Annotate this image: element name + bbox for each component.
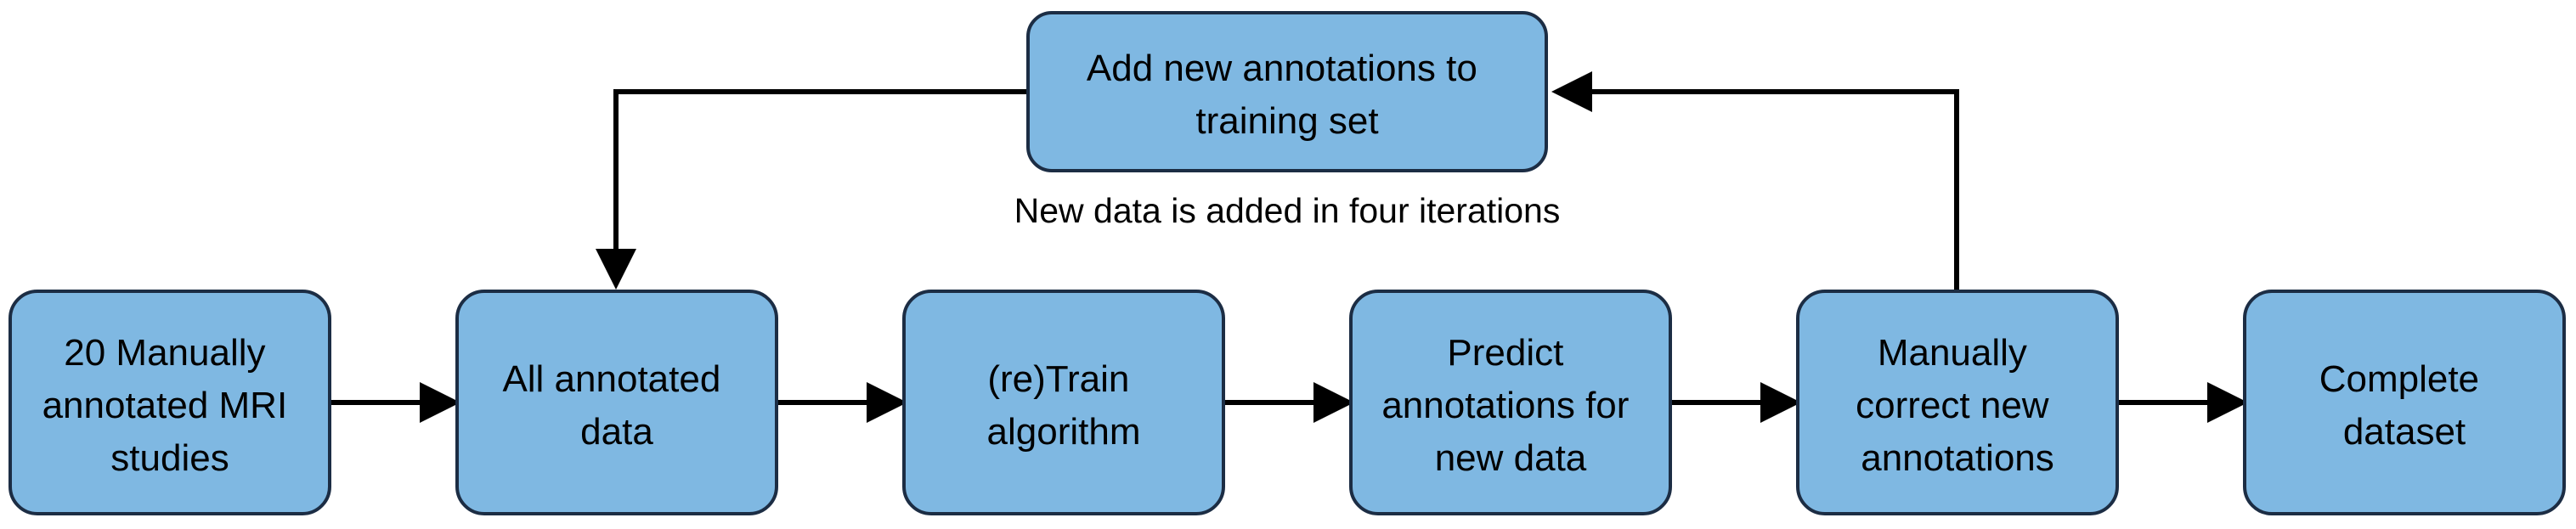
node-complete: Complete dataset (2243, 290, 2566, 515)
arrow-add-training-to-all-data (596, 89, 1028, 290)
node-predict-line-2: annotations for (1381, 385, 1629, 426)
node-complete-line-1: Complete (2319, 358, 2479, 400)
node-correct-line-2: correct new (1856, 385, 2049, 426)
node-predict-line-3: new data (1435, 437, 1587, 479)
svg-text:Complete dataset: Complete dataset (2319, 358, 2490, 453)
node-manual-studies-line-3: studies (110, 437, 229, 479)
node-predict: Predict annotations for new data (1349, 290, 1672, 515)
node-retrain-line-2: algorithm (987, 411, 1141, 453)
svg-text:Manually correct new: Manually correct new annotations (1856, 332, 2059, 479)
node-predict-line-1: Predict (1447, 332, 1563, 374)
node-all-data: All annotated data (455, 290, 778, 515)
node-manual-studies: 20 Manually annotated MRI studies (8, 290, 331, 515)
svg-text:Add new annotations to t: Add new annotations to training set (1087, 48, 1488, 142)
node-correct: Manually correct new annotations (1796, 290, 2119, 515)
node-manual-studies-line-1: 20 Manually (64, 332, 265, 374)
connectors (330, 71, 2248, 423)
node-correct-line-1: Manually (1878, 332, 2027, 374)
node-all-data-line-2: data (580, 411, 653, 453)
svg-text:20 Manually annotated MR: 20 Manually annotated MRI studies (42, 332, 298, 479)
node-complete-line-2: dataset (2343, 411, 2466, 453)
arrow-correct-to-add-training (1551, 71, 1959, 291)
node-add-training-line-1: Add new annotations to (1087, 48, 1477, 89)
iteration-caption: New data is added in four iterations (1014, 191, 1561, 230)
node-retrain: (re)Train algorithm (902, 290, 1225, 515)
svg-text:(re)Train algorithm: (re)Train algorithm (987, 358, 1141, 453)
node-all-data-line-1: All annotated (502, 358, 720, 400)
node-add-training: Add new annotations to training set (1026, 11, 1548, 172)
node-add-training-line-2: training set (1195, 100, 1378, 142)
node-retrain-line-1: (re)Train (987, 358, 1129, 400)
node-manual-studies-line-2: annotated MRI (42, 385, 288, 426)
svg-text:All annotated data: All annotated data (502, 358, 731, 453)
svg-text:Predict annotations for: Predict annotations for new data (1381, 332, 1639, 479)
node-correct-line-3: annotations (1861, 437, 2054, 479)
